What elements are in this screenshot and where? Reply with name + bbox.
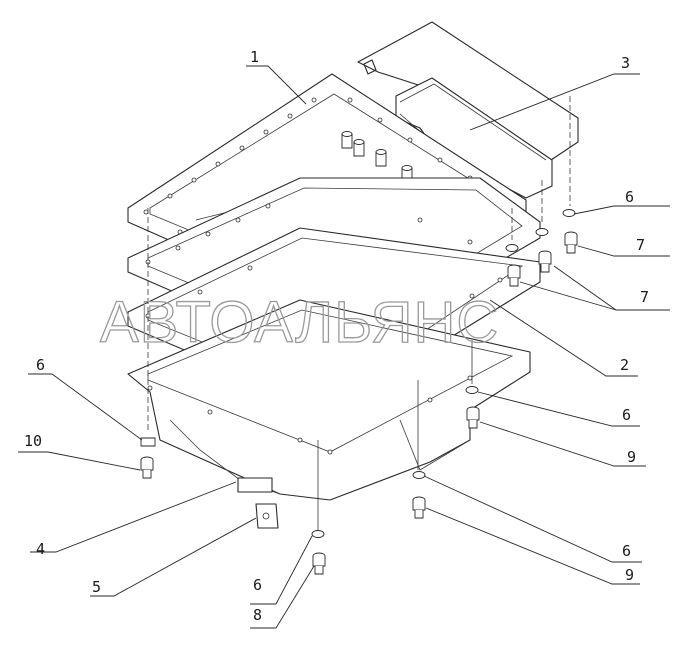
washer-6-centre — [412, 471, 426, 479]
bolt-7-low — [507, 264, 521, 287]
callout-7: 7 — [636, 236, 645, 254]
assembly-axis-lines — [147, 96, 571, 530]
callout-6: 6 — [622, 542, 631, 560]
callout-6: 6 — [625, 188, 634, 206]
washer-mid-right — [535, 228, 549, 236]
gasket-part-3 — [357, 21, 579, 199]
washer-6-right — [465, 386, 479, 394]
watermark-text: АВТОАЛЬЯНС — [100, 290, 499, 355]
nut-6-left — [140, 437, 156, 447]
washer-6-top — [562, 209, 576, 217]
callout-4: 4 — [36, 540, 45, 558]
oil-sump-body — [127, 299, 531, 529]
bracket-part-5 — [255, 503, 279, 529]
bolt-9-centre — [412, 496, 426, 519]
callout-1: 1 — [250, 48, 259, 66]
bolt-10 — [140, 456, 154, 479]
callout-9: 9 — [625, 566, 634, 584]
bolt-9-right — [466, 406, 480, 429]
callout-6: 6 — [622, 406, 631, 424]
leader-lines — [18, 65, 670, 629]
callout-6: 6 — [253, 576, 262, 594]
callout-9: 9 — [627, 448, 636, 466]
callout-6: 6 — [36, 356, 45, 374]
bolt-8 — [312, 552, 326, 575]
callout-8: 8 — [253, 606, 262, 624]
callout-labels: 1 3 6 7 7 2 6 10 6 9 4 5 6 9 6 8 — [24, 48, 649, 624]
callout-2: 2 — [620, 356, 629, 374]
washer-left-right — [505, 244, 519, 252]
bolt-7-top — [564, 231, 578, 254]
bolt-7-mid — [538, 250, 552, 273]
callout-3: 3 — [621, 54, 630, 72]
washer-6-bottom — [311, 530, 325, 538]
fasteners — [140, 209, 578, 575]
callout-5: 5 — [92, 578, 101, 596]
callout-7: 7 — [640, 288, 649, 306]
callout-10: 10 — [24, 432, 42, 450]
